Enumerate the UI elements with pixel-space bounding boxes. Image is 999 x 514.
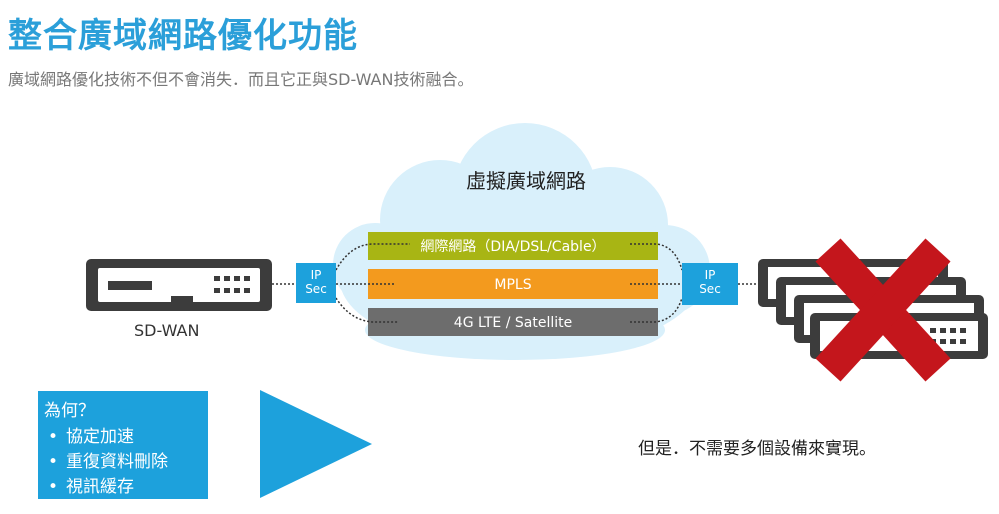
- ipsec-right-line1: IP: [705, 268, 716, 282]
- page-subtitle: 廣域網路優化技術不但不會消失．而且它正與SD-WAN技術融合。: [8, 70, 474, 89]
- why-item-label: 重復資料刪除: [66, 452, 168, 472]
- cloud-label: 虛擬廣域網路: [466, 169, 586, 193]
- why-item-label: 視訊緩存: [66, 477, 134, 497]
- lane-4g: [368, 308, 658, 336]
- why-item: •重復資料刪除: [48, 452, 168, 472]
- page-title: 整合廣域網路優化功能: [8, 16, 358, 56]
- bottom-note: 但是．不需要多個設備來實現。: [638, 439, 876, 459]
- lane-internet-label: 網際網路（DIA/DSL/Cable）: [420, 239, 605, 255]
- why-item-label: 協定加速: [66, 427, 134, 447]
- ipsec-right-line2: Sec: [699, 282, 721, 296]
- ipsec-right-box: [682, 263, 738, 305]
- cross-icon: [815, 238, 951, 382]
- sdwan-appliance-icon: [86, 259, 272, 311]
- why-item: •協定加速: [48, 427, 134, 447]
- lane-4g-label: 4G LTE / Satellite: [454, 315, 572, 331]
- triangle-arrow-icon: [260, 390, 372, 498]
- why-item: •視訊緩存: [48, 477, 134, 497]
- sdwan-label: SD-WAN: [134, 321, 200, 340]
- ipsec-left-box: [296, 263, 336, 303]
- lane-mpls-label: MPLS: [494, 277, 531, 293]
- lane-mpls: [368, 269, 658, 299]
- ipsec-left-line1: IP: [311, 268, 322, 282]
- why-box: 為何？ •協定加速 •重復資料刪除 •視訊緩存: [38, 391, 208, 499]
- dotted-links: [272, 243, 760, 323]
- ipsec-left-line2: Sec: [305, 282, 327, 296]
- why-title: 為何？: [44, 401, 95, 421]
- lane-internet: [368, 232, 658, 260]
